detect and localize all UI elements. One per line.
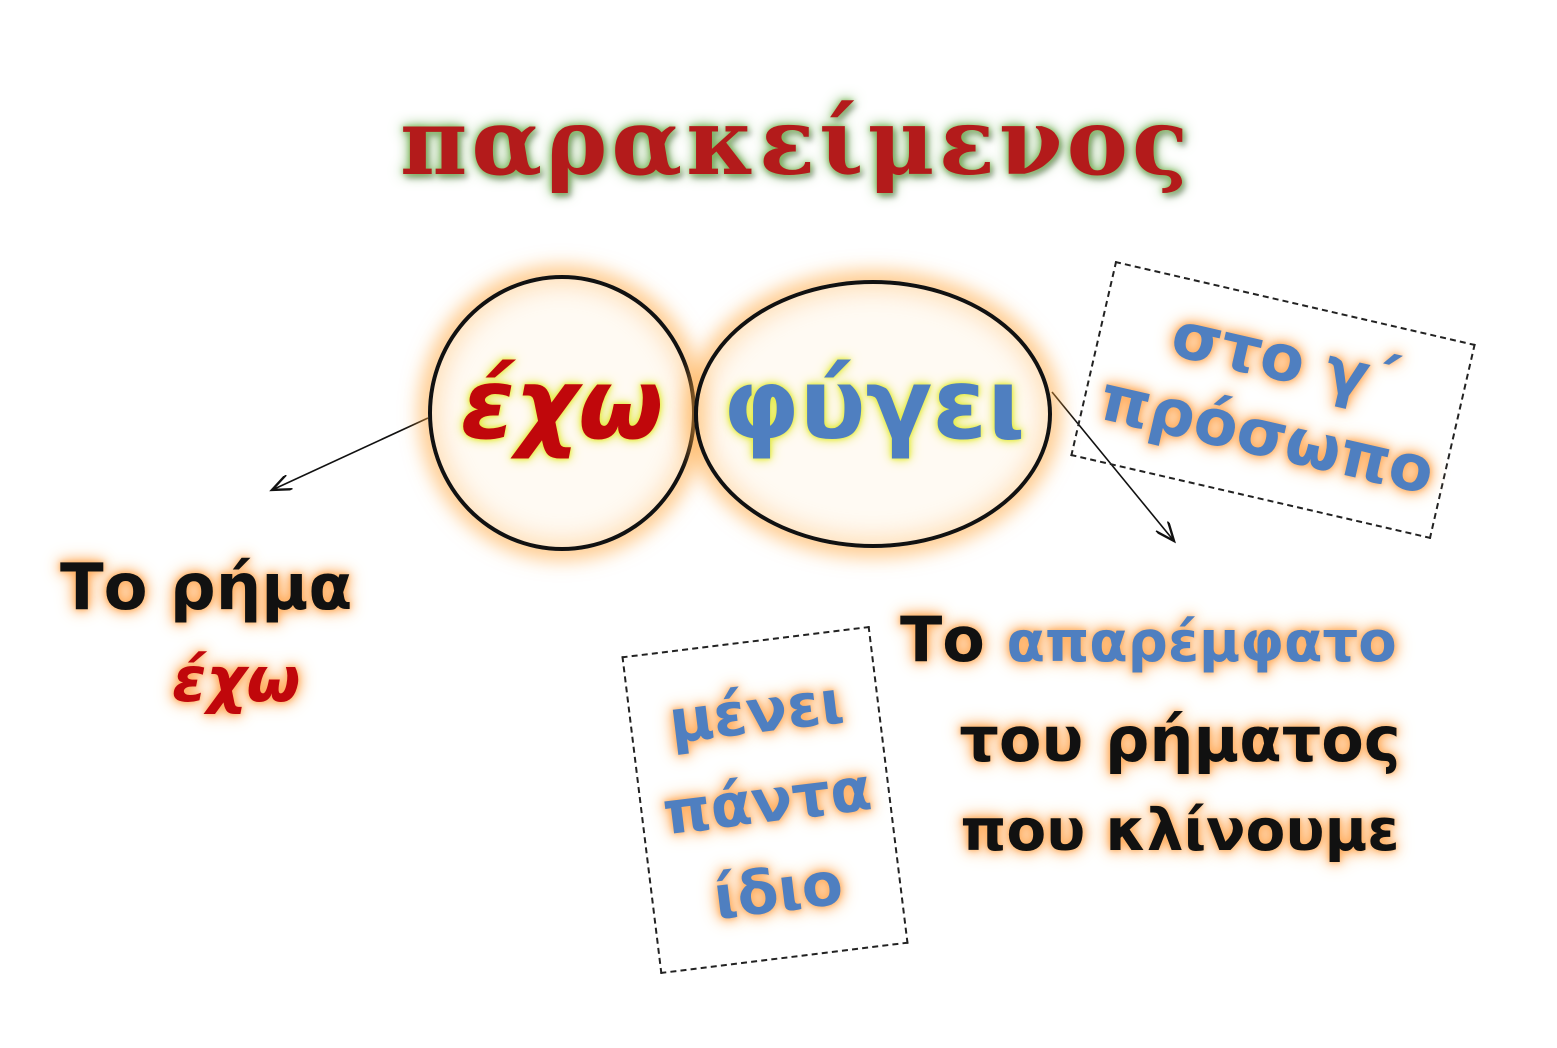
verb-note-line2: έχω <box>172 643 301 716</box>
arrow-to-verb-note <box>272 417 429 490</box>
circle-right-word: φύγει <box>722 348 1026 462</box>
infinitive-note: Το απαρέμφατο του ρήματος που κλίνουμε <box>890 600 1470 880</box>
infinitive-note-line2: του ρήματος <box>959 703 1401 776</box>
circle-right <box>694 280 1052 548</box>
infinitive-note-line3: που κλίνουμε <box>960 796 1400 864</box>
circle-left-word: έχω <box>460 348 664 462</box>
unchanged-box-line3: ίδιο <box>709 848 847 934</box>
infinitive-note-word1: Το <box>900 603 985 676</box>
arrow-to-infinitive-note <box>1051 391 1174 541</box>
unchanged-box: μένει πάντα ίδιο <box>621 625 909 975</box>
verb-note-line1: Το ρήμα <box>60 551 353 625</box>
infinitive-note-word2: απαρέμφατο <box>1006 610 1397 675</box>
